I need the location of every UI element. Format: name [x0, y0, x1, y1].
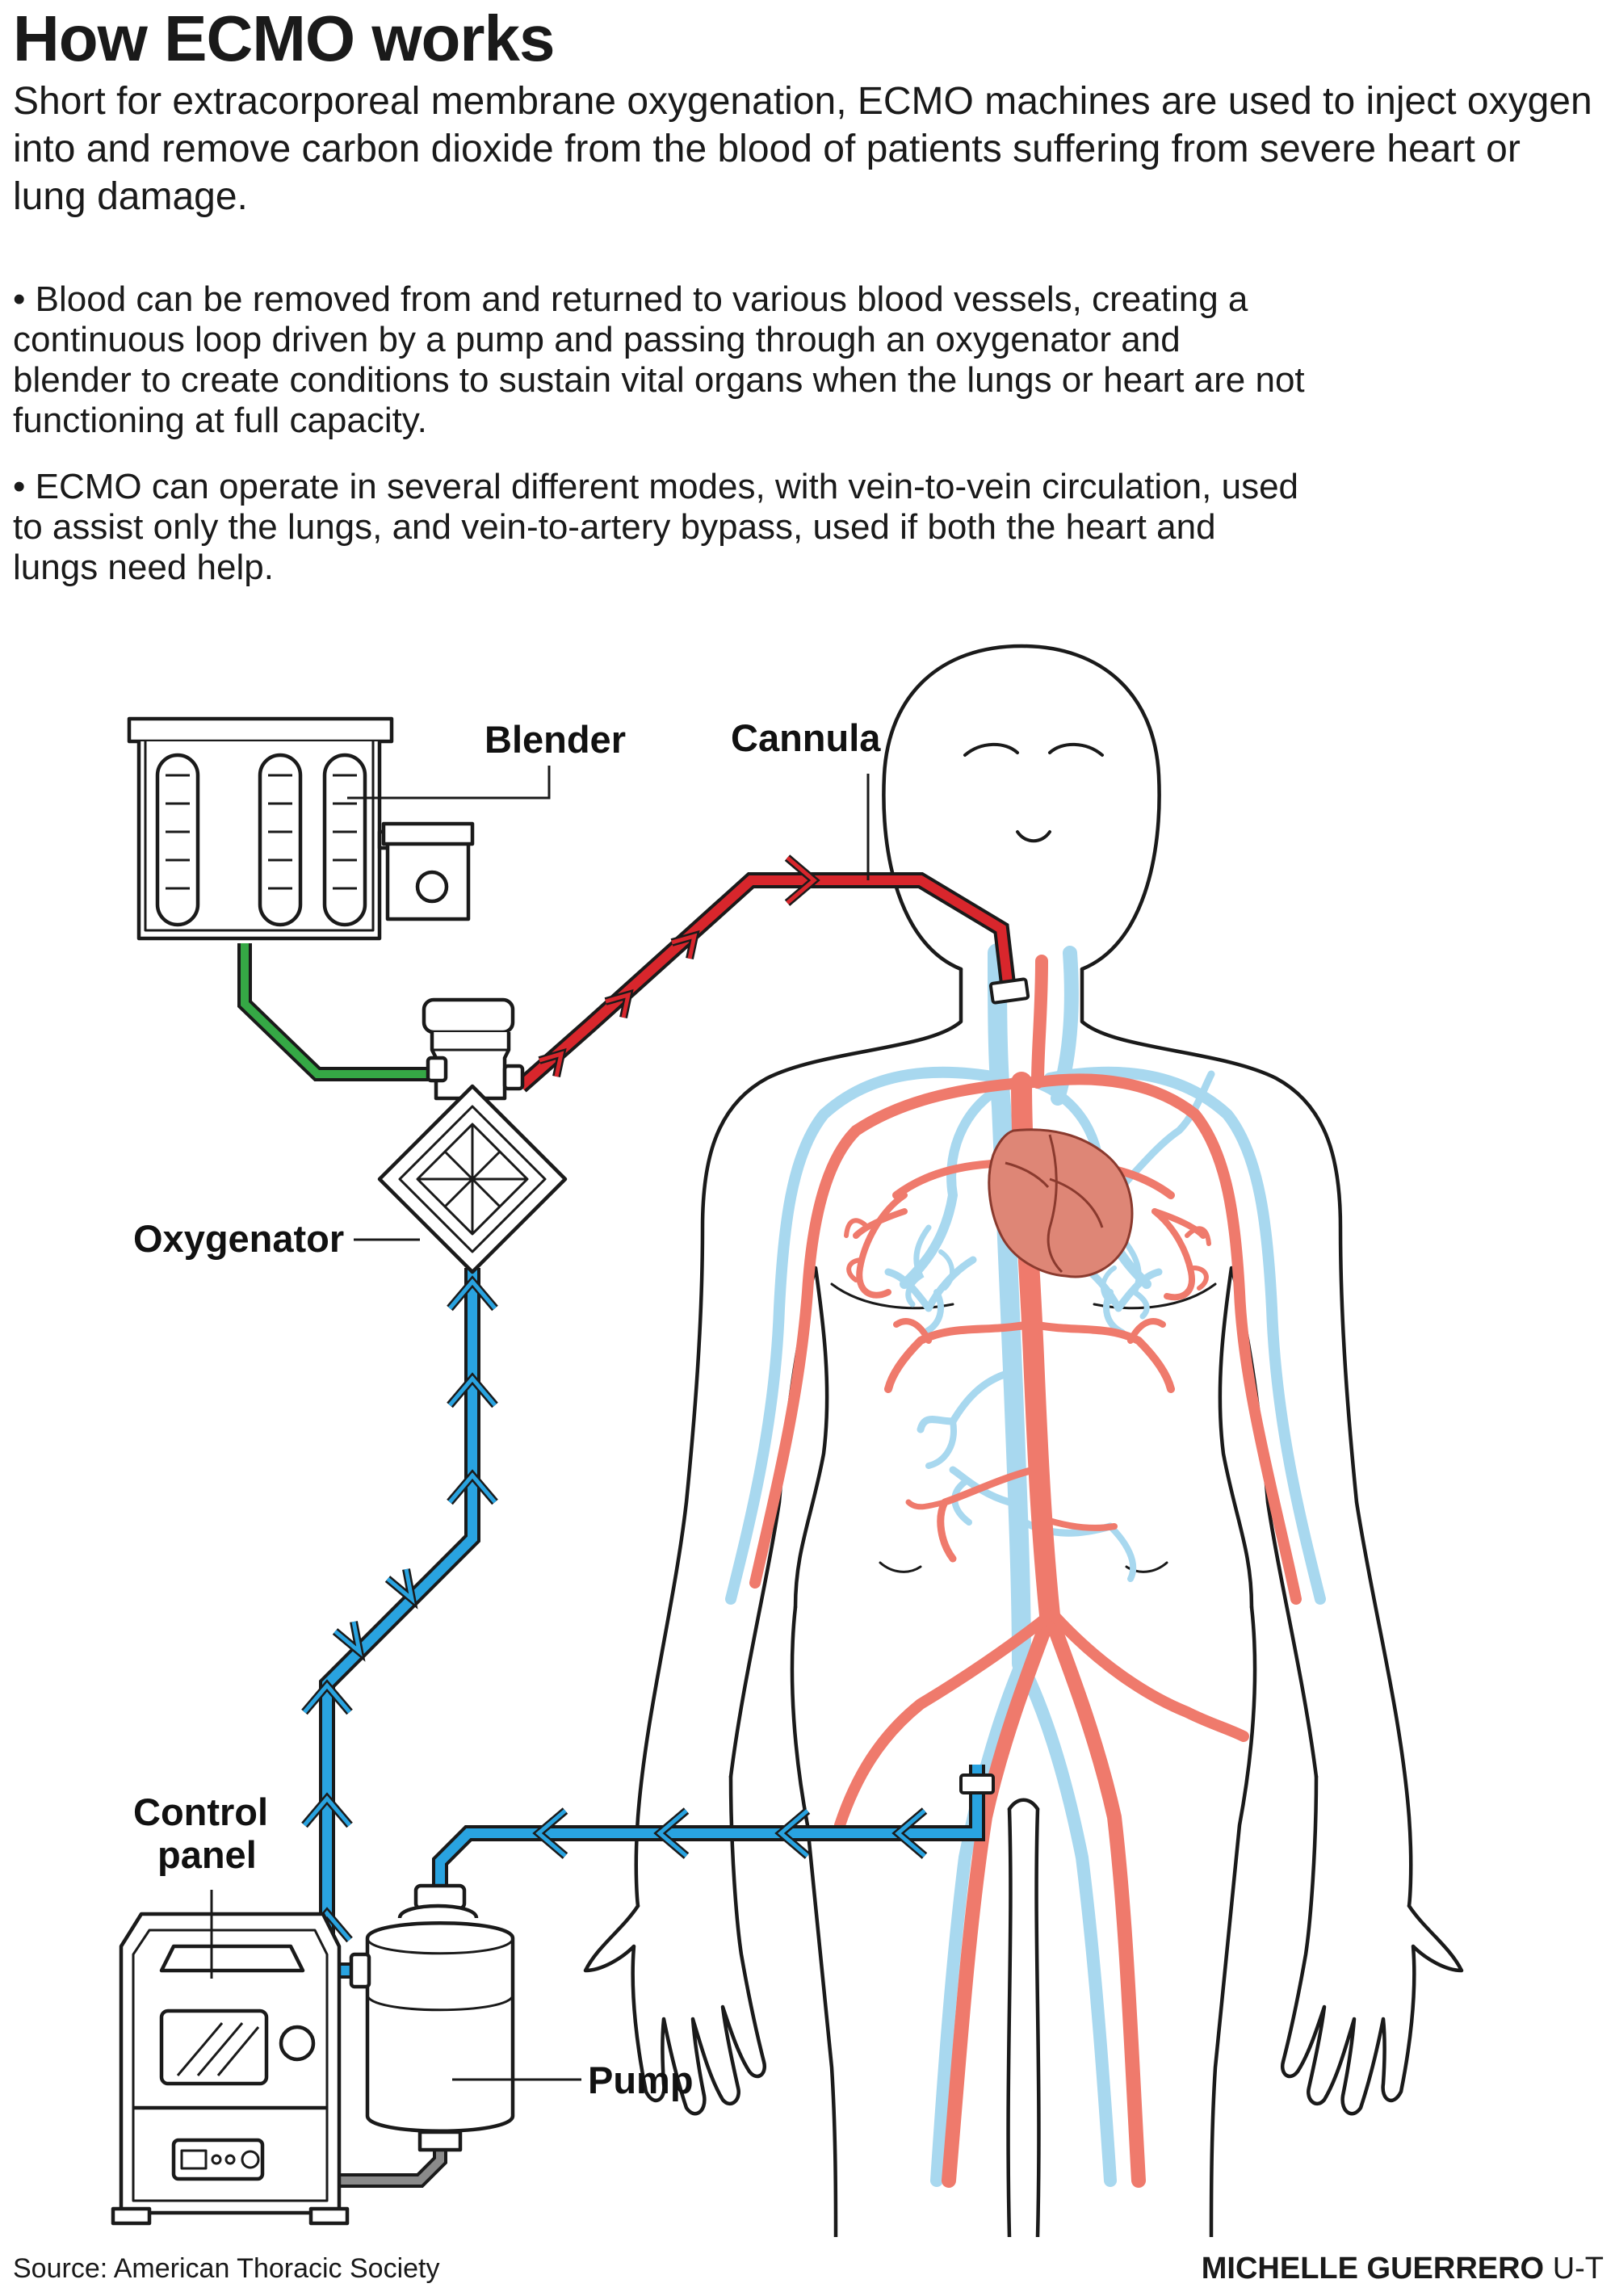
- gas-line: [237, 943, 428, 1081]
- oxygenator-label: Oxygenator: [133, 1217, 344, 1260]
- pump-label: Pump: [588, 2059, 694, 2101]
- pump-device: [349, 1883, 515, 2152]
- venous-system: [725, 943, 1326, 2187]
- neck-cannula-connector: [988, 977, 1030, 1005]
- oxygenated-return-line: [515, 854, 1017, 1093]
- page-title: How ECMO works: [13, 2, 556, 74]
- venous-drainage-line: [301, 1268, 985, 1979]
- bullet-item: • ECMO can operate in several different …: [13, 467, 1299, 587]
- cannula-label: Cannula: [731, 716, 881, 759]
- control-panel-label-line2: panel: [157, 1833, 257, 1876]
- credit-name: MICHELLE GUERRERO: [1201, 2252, 1545, 2286]
- oxygenator-device: [377, 997, 568, 1274]
- leader-lines: [210, 766, 870, 2081]
- heart: [988, 1128, 1134, 1278]
- credit-line: MICHELLE GUERRERO U-T: [1202, 2252, 1604, 2286]
- blender-label: Blender: [484, 718, 626, 761]
- intro-paragraph: Short for extracorporeal membrane oxygen…: [13, 80, 1592, 218]
- control-panel-device: [111, 1912, 350, 2226]
- femoral-cannula-connector: [959, 1773, 995, 1794]
- left-lung-vessels: [844, 1192, 954, 1308]
- bullet-item: • Blood can be removed from and returned…: [13, 279, 1305, 440]
- face: [963, 742, 1104, 843]
- ecmo-diagram: Blender Cannula Oxygenator Control panel…: [111, 644, 1464, 2237]
- credit-org: U-T: [1552, 2252, 1604, 2286]
- control-panel-label-line1: Control: [133, 1790, 268, 1833]
- source-note: Source: American Thoracic Society: [13, 2253, 440, 2284]
- blender-device: [127, 716, 475, 941]
- right-lung-vessels: [1101, 1208, 1211, 1320]
